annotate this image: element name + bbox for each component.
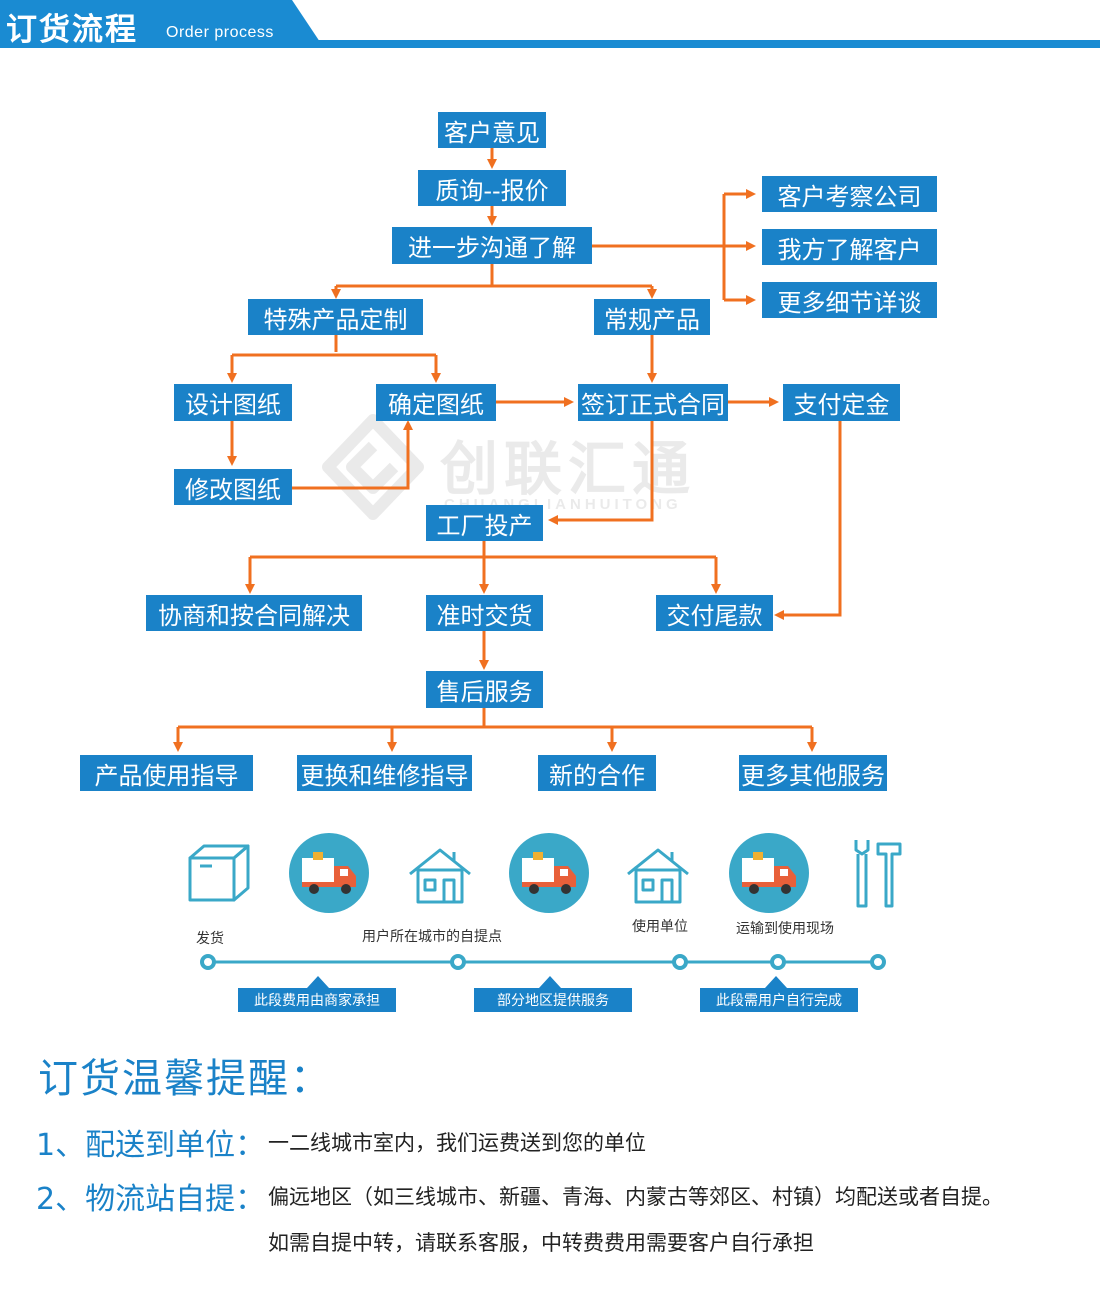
flow-box-design-drawing: 设计图纸 [174,384,292,421]
logistics-timeline [200,954,886,988]
watermark: 创联汇通 CHUANGLIANHUITONG [318,412,738,522]
flow-box-customer-opinion: 客户意见 [438,112,546,148]
tip-2-heading: 2、物流站自提： [36,1182,266,1217]
flow-box-regular-product: 常规产品 [594,299,710,335]
flow-box-new-cooperation: 新的合作 [538,755,656,791]
flow-box-customer-visit: 客户考察公司 [762,176,937,212]
flow-box-after-sales: 售后服务 [426,671,543,708]
delivery-truck-icon [729,833,809,913]
wrench-hammer-icon [854,840,902,908]
timeline-label-ship: 发货 [196,931,224,947]
section-header: 订货流程 Order process [0,0,1100,52]
house-icon [627,848,689,904]
flow-box-we-understand-customer: 我方了解客户 [762,229,937,265]
flow-box-sign-contract: 签订正式合同 [578,384,728,421]
timeline-label-pickup-point: 用户所在城市的自提点 [362,929,502,945]
flow-box-confirm-drawing: 确定图纸 [376,384,496,421]
flow-box-more-details: 更多细节详谈 [762,282,937,318]
tip-1-heading: 1、配送到单位： [36,1128,266,1163]
header-tab [0,0,324,48]
flow-box-factory-production: 工厂投产 [426,505,543,541]
delivery-truck-icon [289,833,369,913]
flow-box-further-communication: 进一步沟通了解 [392,227,592,264]
segment-label-some-regions: 部分地区提供服务 [474,988,632,1012]
header-underline [0,40,1100,48]
flow-box-pay-deposit: 支付定金 [783,384,900,421]
flow-box-inquiry-quote: 质询--报价 [418,170,566,206]
flow-box-more-services: 更多其他服务 [739,755,887,791]
tip-2-text-continued: 如需自提中转，请联系客服，中转费费用需要客户自行承担 [268,1231,814,1255]
segment-label-user-completes: 此段需用户自行完成 [700,988,858,1012]
watermark-name: 创联汇通 [440,435,697,503]
delivery-truck-icon [509,833,589,913]
package-box-icon [188,844,250,902]
tip-1-text: 一二线城市室内，我们运费送到您的单位 [268,1131,646,1155]
page-subtitle: Order process [166,24,274,41]
flow-box-modify-drawing: 修改图纸 [174,469,292,505]
flow-box-pay-balance: 交付尾款 [656,595,773,631]
flow-box-usage-guidance: 产品使用指导 [80,755,253,791]
watermark-logo-icon [322,414,424,520]
tip-2-text: 偏远地区（如三线城市、新疆、青海、内蒙古等郊区、村镇）均配送或者自提。 [268,1185,1003,1209]
flow-box-replace-repair: 更换和维修指导 [297,755,472,791]
segment-label-merchant-pays: 此段费用由商家承担 [238,988,396,1012]
flow-connectors [173,148,842,752]
tips-title: 订货温馨提醒： [38,1056,332,1102]
flow-box-negotiate-contract: 协商和按合同解决 [146,595,362,631]
page-title: 订货流程 [6,12,138,48]
flow-box-on-time-delivery: 准时交货 [426,595,543,631]
timeline-label-user-unit: 使用单位 [632,919,688,935]
flow-box-special-custom: 特殊产品定制 [248,299,423,335]
house-icon [409,848,471,904]
timeline-label-transport-site: 运输到使用现场 [736,921,834,937]
